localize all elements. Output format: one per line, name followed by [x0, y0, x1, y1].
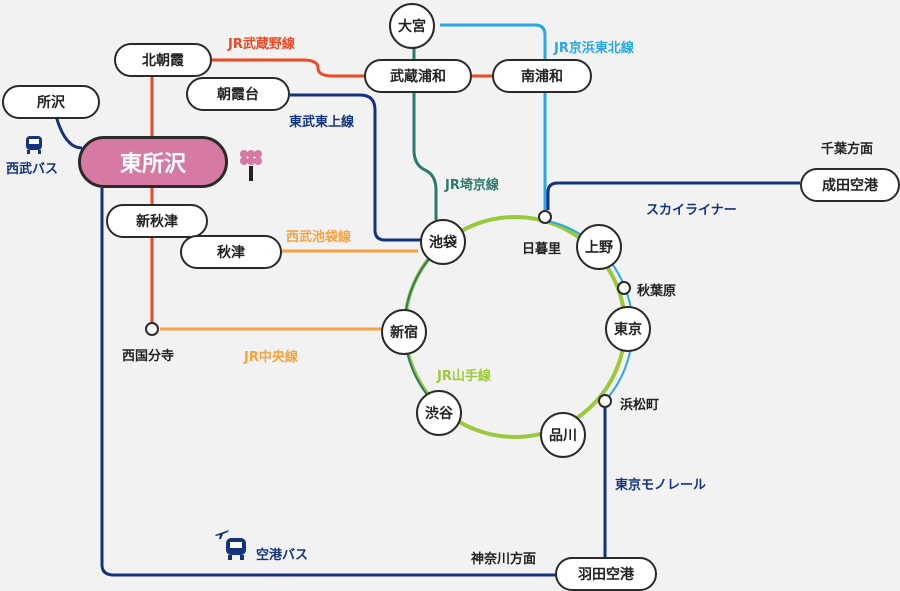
jr-saikyo-line — [412, 44, 438, 220]
direction-kanagawa: 神奈川方面 — [471, 552, 537, 567]
bus-icon — [26, 136, 42, 154]
station-akitsu[interactable]: 秋津 — [180, 235, 282, 269]
airplane-icon — [215, 530, 229, 539]
station-nippori[interactable]: 日暮里 — [522, 242, 562, 257]
nishikokubunji-marker — [145, 322, 159, 336]
station-ikebukuro[interactable]: 池袋 — [420, 219, 466, 265]
station-haneda-airport[interactable]: 羽田空港 — [555, 557, 657, 591]
label-jr-chuo: JR中央線 — [244, 350, 298, 365]
station-tokyo[interactable]: 東京 — [605, 306, 651, 352]
label-jr-saikyo: JR埼京線 — [445, 178, 499, 193]
label-skyliner: スカイライナー — [646, 203, 737, 218]
station-ueno[interactable]: 上野 — [576, 224, 622, 270]
station-higashi-tokorozawa[interactable]: 東所沢 — [78, 136, 228, 188]
direction-chiba: 千葉方面 — [821, 142, 874, 157]
airport-bus-route — [100, 188, 560, 577]
station-kitaasaka[interactable]: 北朝霞 — [114, 43, 212, 77]
jr-musashino-line — [212, 58, 500, 78]
station-tokorozawa[interactable]: 所沢 — [2, 85, 100, 119]
label-jr-keihin-tohoku: JR京浜東北線 — [554, 41, 634, 56]
station-akihabara[interactable]: 秋葉原 — [637, 284, 677, 299]
nippori-marker — [538, 210, 552, 224]
airport-bus-icon — [226, 538, 246, 560]
label-seibu-bus: 西武バス — [6, 162, 59, 177]
label-tokyo-monorail: 東京モノレール — [615, 478, 707, 493]
skyliner-line — [546, 181, 800, 210]
jr-keihin-tohoku-line — [440, 23, 547, 212]
label-airport-bus: 空港バス — [256, 548, 309, 563]
jr-keihin-tohoku-overlap — [547, 220, 634, 402]
label-seibu-ikebukuro: 西武池袋線 — [286, 230, 352, 245]
station-shibuya[interactable]: 渋谷 — [416, 390, 462, 436]
station-musashi-urawa[interactable]: 武蔵浦和 — [364, 59, 472, 93]
station-shinagawa[interactable]: 品川 — [540, 412, 586, 458]
station-shin-akitsu[interactable]: 新秋津 — [106, 204, 208, 238]
station-hamamatsucho[interactable]: 浜松町 — [620, 398, 660, 413]
station-shinjuku[interactable]: 新宿 — [381, 309, 427, 355]
station-omiya[interactable]: 大宮 — [389, 3, 435, 49]
sakura-tower-icon — [240, 150, 262, 181]
tobu-tojo-line — [290, 93, 432, 242]
akihabara-marker — [617, 281, 631, 295]
label-jr-yamanote: JR山手線 — [437, 369, 491, 384]
station-minami-urawa[interactable]: 南浦和 — [492, 59, 592, 93]
station-nishi-kokubunji[interactable]: 西国分寺 — [122, 349, 175, 364]
label-tobu-tojo: 東武東上線 — [289, 115, 355, 130]
station-narita-airport[interactable]: 成田空港 — [800, 168, 900, 202]
hamamatsucho-marker — [598, 394, 612, 408]
label-jr-musashino: JR武蔵野線 — [228, 37, 295, 52]
station-asakadai[interactable]: 朝霞台 — [186, 77, 290, 111]
